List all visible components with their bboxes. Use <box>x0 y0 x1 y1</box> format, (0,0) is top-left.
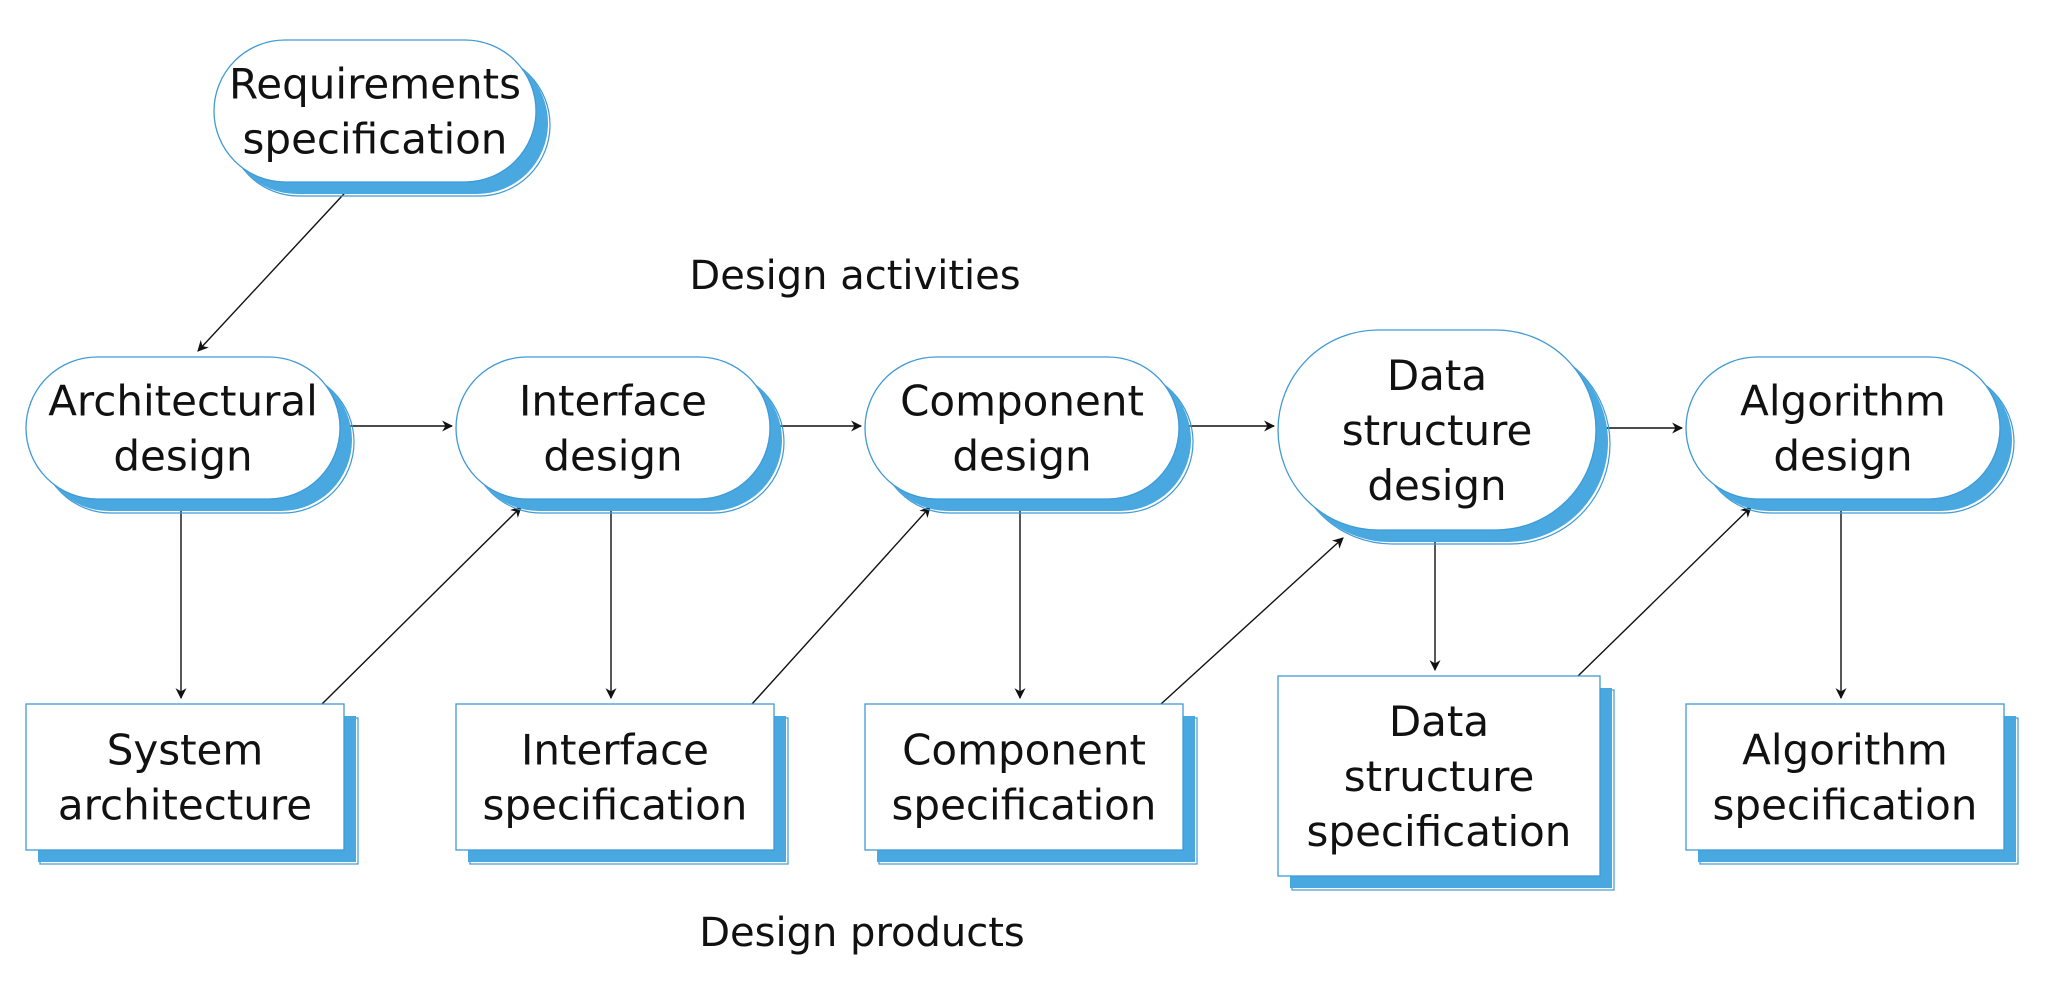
node-label-line: design <box>1367 461 1506 510</box>
activity-architectural: Architectural design <box>25 356 355 514</box>
node-label-line: Algorithm <box>1740 377 1946 426</box>
edge-data-structure-spec-to-algorithm <box>1577 506 1752 677</box>
node-label-line: architecture <box>58 781 312 830</box>
node-shape <box>25 356 341 500</box>
activity-interface: Interface design <box>455 356 785 514</box>
node-label-line: Interface <box>521 726 709 775</box>
product-interface-spec: Interface specification <box>455 703 789 865</box>
product-component-spec: Component specification <box>864 703 1198 865</box>
node-label-line: structure <box>1344 752 1535 801</box>
node-label-line: Data <box>1389 697 1489 746</box>
node-label-line: specification <box>1307 807 1572 856</box>
activity-algorithm: Algorithm design <box>1685 356 2015 514</box>
node-label-line: structure <box>1342 406 1533 455</box>
node-shape <box>455 356 771 500</box>
node-label-line: Component <box>902 726 1146 775</box>
node-shape <box>455 703 775 851</box>
node-label-line: specification <box>1713 781 1978 830</box>
node-label-line: Data <box>1387 351 1487 400</box>
product-algorithm-spec: Algorithm specification <box>1685 703 2019 865</box>
design-products-heading: Design products <box>699 910 1025 956</box>
node-label-line: design <box>113 432 252 481</box>
node-label-line: Algorithm <box>1742 726 1948 775</box>
activity-component: Component design <box>864 356 1194 514</box>
node-shape <box>213 39 537 183</box>
edge-component-spec-to-data-structure <box>1160 537 1344 705</box>
edge-requirements-to-architectural <box>197 181 356 352</box>
node-label-line: Component <box>900 377 1144 426</box>
activity-data-structure: Data structure design <box>1277 329 1611 545</box>
nodes-layer: RequirementsspecificationArchitecturalde… <box>25 39 2019 891</box>
node-label-line: Interface <box>519 377 707 426</box>
node-label-line: design <box>543 432 682 481</box>
edges-layer <box>175 181 1847 705</box>
node-shape <box>1277 675 1601 877</box>
node-shape <box>1277 329 1597 531</box>
product-data-structure-spec: Data structure specification <box>1277 675 1615 891</box>
node-label-line: Requirements <box>229 60 521 109</box>
node-label-line: specification <box>892 781 1157 830</box>
node-shape <box>1685 703 2005 851</box>
node-label-line: design <box>952 432 1091 481</box>
node-shape <box>25 703 345 851</box>
node-label-line: System <box>107 726 264 775</box>
node-shape <box>1685 356 2001 500</box>
design-activities-heading: Design activities <box>689 253 1020 299</box>
node-label-line: design <box>1773 432 1912 481</box>
edge-interface-spec-to-component <box>751 506 931 705</box>
node-label-line: Architectural <box>48 377 318 426</box>
product-system-architecture: System architecture <box>25 703 359 865</box>
node-shape <box>864 356 1180 500</box>
node-label-line: specification <box>243 115 508 164</box>
edge-system-architecture-to-interface <box>321 506 522 705</box>
node-label-line: specification <box>483 781 748 830</box>
node-shape <box>864 703 1184 851</box>
activity-requirements: Requirements specification <box>213 39 551 197</box>
